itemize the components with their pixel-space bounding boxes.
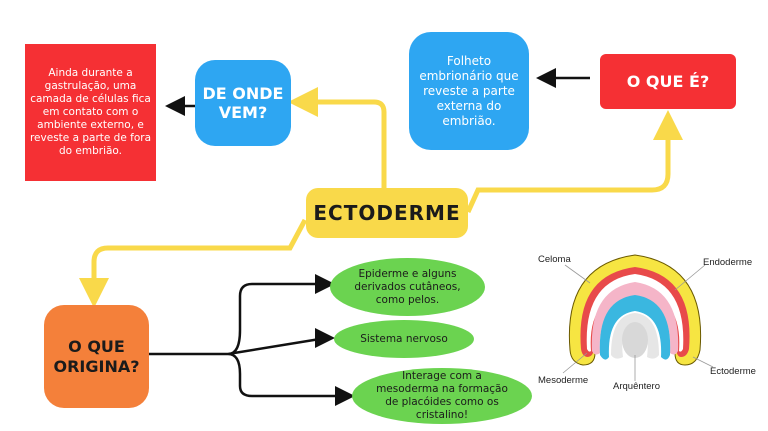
originates-item-text: Sistema nervoso	[360, 333, 448, 345]
what-is-node: O QUE É?	[600, 54, 736, 109]
label-arquentero: Arquêntero	[613, 381, 661, 392]
embryo-illustration	[562, 254, 714, 381]
originates-title: O QUE ORIGINA?	[53, 336, 140, 376]
originates-node: O QUE ORIGINA?	[44, 305, 149, 408]
originates-item-sistema-nervoso: Sistema nervoso	[334, 320, 474, 358]
originates-item-text: Epiderme e alguns derivados cutâneos, co…	[354, 267, 461, 306]
arrow-originates-branches	[148, 282, 346, 398]
label-ectoderme: Ectoderme	[710, 366, 756, 377]
what-is-answer-box: Folheto embrionário que reveste a parte …	[409, 32, 529, 150]
what-is-title: O QUE É?	[626, 72, 710, 91]
center-title: ECTODERME	[313, 201, 461, 225]
connector-center-to-where-from	[288, 87, 387, 192]
connector-center-to-originates	[79, 218, 308, 308]
label-endoderme: Endoderme	[703, 257, 753, 268]
connector-center-to-what-is	[465, 110, 683, 214]
where-from-answer-text: Ainda durante a gastrulação, uma camada …	[29, 67, 152, 157]
center-node: ECTODERME	[306, 188, 468, 238]
label-celoma: Celoma	[538, 254, 571, 265]
where-from-title: DE ONDE VEM?	[202, 84, 284, 122]
where-from-answer-box: Ainda durante a gastrulação, uma camada …	[25, 44, 156, 181]
what-is-answer-text: Folheto embrionário que reveste a parte …	[419, 53, 519, 128]
label-mesoderme: Mesoderme	[538, 375, 589, 386]
where-from-node: DE ONDE VEM?	[195, 60, 291, 146]
originates-item-text: Interage com a mesoderma na formação de …	[376, 370, 508, 421]
originates-item-placoides: Interage com a mesoderma na formação de …	[352, 368, 532, 424]
originates-item-epiderme: Epiderme e alguns derivados cutâneos, co…	[330, 258, 485, 316]
